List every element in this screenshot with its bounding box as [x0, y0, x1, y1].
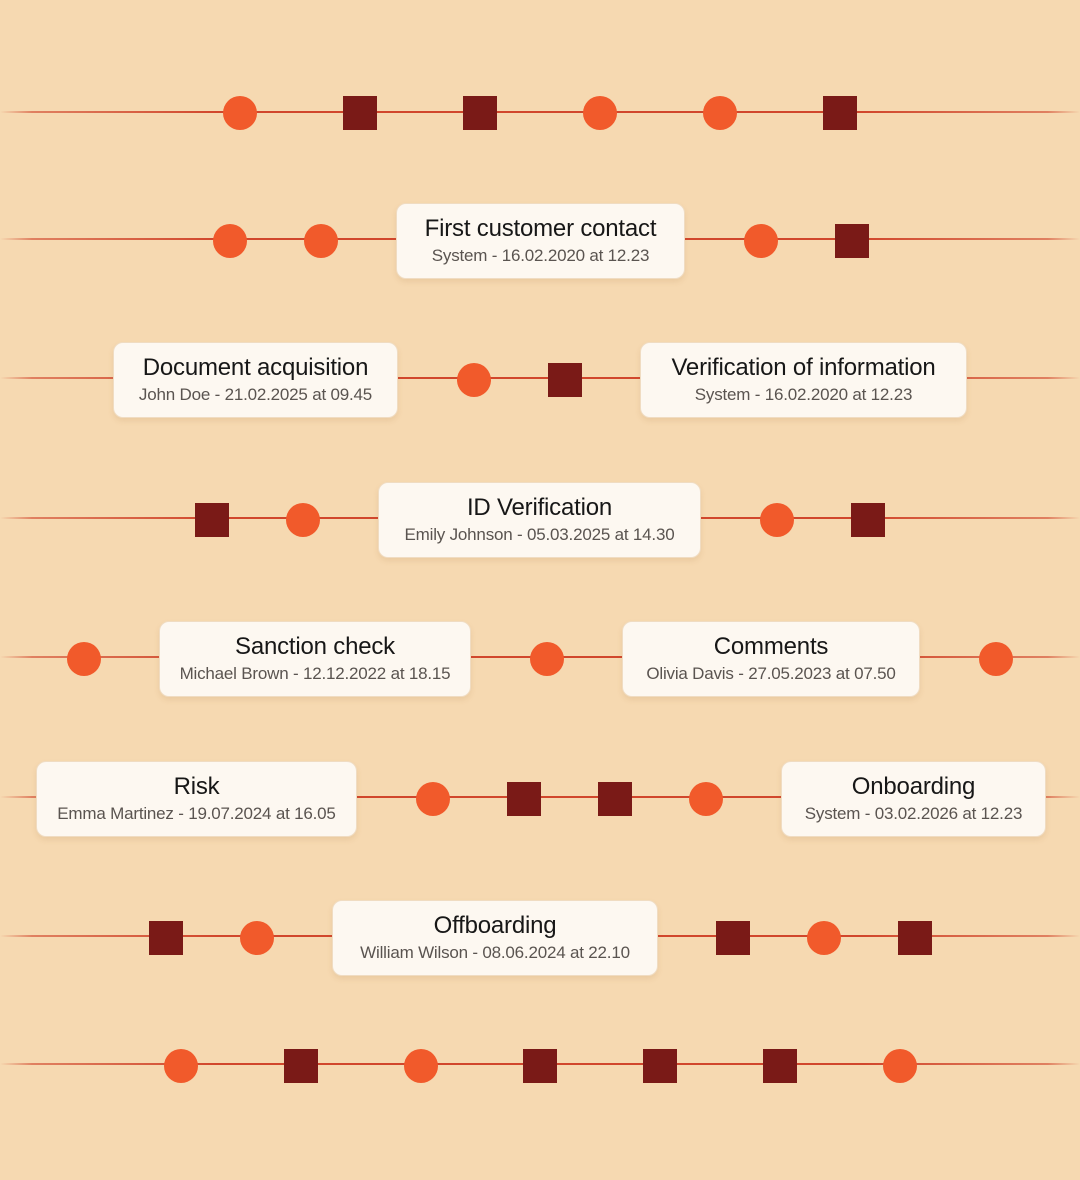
- event-title: First customer contact: [424, 215, 657, 242]
- circle-marker: [416, 782, 450, 816]
- event-card-first-customer-contact[interactable]: First customer contact System - 16.02.20…: [396, 203, 685, 279]
- event-title: Document acquisition: [142, 354, 369, 381]
- circle-marker: [213, 224, 247, 258]
- circle-marker: [689, 782, 723, 816]
- event-meta: System - 16.02.2020 at 12.23: [431, 246, 650, 265]
- event-title: Risk: [173, 773, 220, 800]
- square-marker: [763, 1049, 797, 1083]
- circle-marker: [164, 1049, 198, 1083]
- event-meta: Emily Johnson - 05.03.2025 at 14.30: [404, 525, 675, 544]
- event-meta: Emma Martinez - 19.07.2024 at 16.05: [57, 804, 336, 823]
- square-marker: [507, 782, 541, 816]
- event-meta: System - 03.02.2026 at 12.23: [804, 804, 1023, 823]
- square-marker: [284, 1049, 318, 1083]
- circle-marker: [807, 921, 841, 955]
- timeline-track: [0, 377, 1080, 379]
- circle-marker: [457, 363, 491, 397]
- event-title: Sanction check: [235, 633, 395, 660]
- square-marker: [823, 96, 857, 130]
- square-marker: [851, 503, 885, 537]
- event-title: Onboarding: [851, 773, 976, 800]
- square-marker: [548, 363, 582, 397]
- circle-marker: [223, 96, 257, 130]
- circle-marker: [583, 96, 617, 130]
- square-marker: [463, 96, 497, 130]
- event-card-comments[interactable]: Comments Olivia Davis - 27.05.2023 at 07…: [622, 621, 920, 697]
- circle-marker: [744, 224, 778, 258]
- event-title: Comments: [713, 633, 829, 660]
- event-card-risk[interactable]: Risk Emma Martinez - 19.07.2024 at 16.05: [36, 761, 357, 837]
- square-marker: [523, 1049, 557, 1083]
- event-meta: William Wilson - 08.06.2024 at 22.10: [360, 943, 630, 962]
- event-card-document-acquisition[interactable]: Document acquisition John Doe - 21.02.20…: [113, 342, 398, 418]
- square-marker: [716, 921, 750, 955]
- circle-marker: [304, 224, 338, 258]
- event-meta: Michael Brown - 12.12.2022 at 18.15: [179, 664, 451, 683]
- square-marker: [598, 782, 632, 816]
- circle-marker: [979, 642, 1013, 676]
- event-meta: John Doe - 21.02.2025 at 09.45: [138, 385, 373, 404]
- square-marker: [343, 96, 377, 130]
- event-meta: System - 16.02.2020 at 12.23: [694, 385, 913, 404]
- circle-marker: [240, 921, 274, 955]
- timeline-track: [0, 111, 1080, 113]
- event-card-onboarding[interactable]: Onboarding System - 03.02.2026 at 12.23: [781, 761, 1046, 837]
- square-marker: [643, 1049, 677, 1083]
- square-marker: [898, 921, 932, 955]
- circle-marker: [286, 503, 320, 537]
- circle-marker: [67, 642, 101, 676]
- event-title: ID Verification: [466, 494, 613, 521]
- circle-marker: [760, 503, 794, 537]
- circle-marker: [404, 1049, 438, 1083]
- circle-marker: [703, 96, 737, 130]
- circle-marker: [530, 642, 564, 676]
- event-card-id-verification[interactable]: ID Verification Emily Johnson - 05.03.20…: [378, 482, 701, 558]
- square-marker: [195, 503, 229, 537]
- event-title: Offboarding: [433, 912, 557, 939]
- event-meta: Olivia Davis - 27.05.2023 at 07.50: [646, 664, 896, 683]
- circle-marker: [883, 1049, 917, 1083]
- event-card-offboarding[interactable]: Offboarding William Wilson - 08.06.2024 …: [332, 900, 658, 976]
- event-card-verification-of-information[interactable]: Verification of information System - 16.…: [640, 342, 967, 418]
- square-marker: [835, 224, 869, 258]
- square-marker: [149, 921, 183, 955]
- event-title: Verification of information: [671, 354, 936, 381]
- event-card-sanction-check[interactable]: Sanction check Michael Brown - 12.12.202…: [159, 621, 471, 697]
